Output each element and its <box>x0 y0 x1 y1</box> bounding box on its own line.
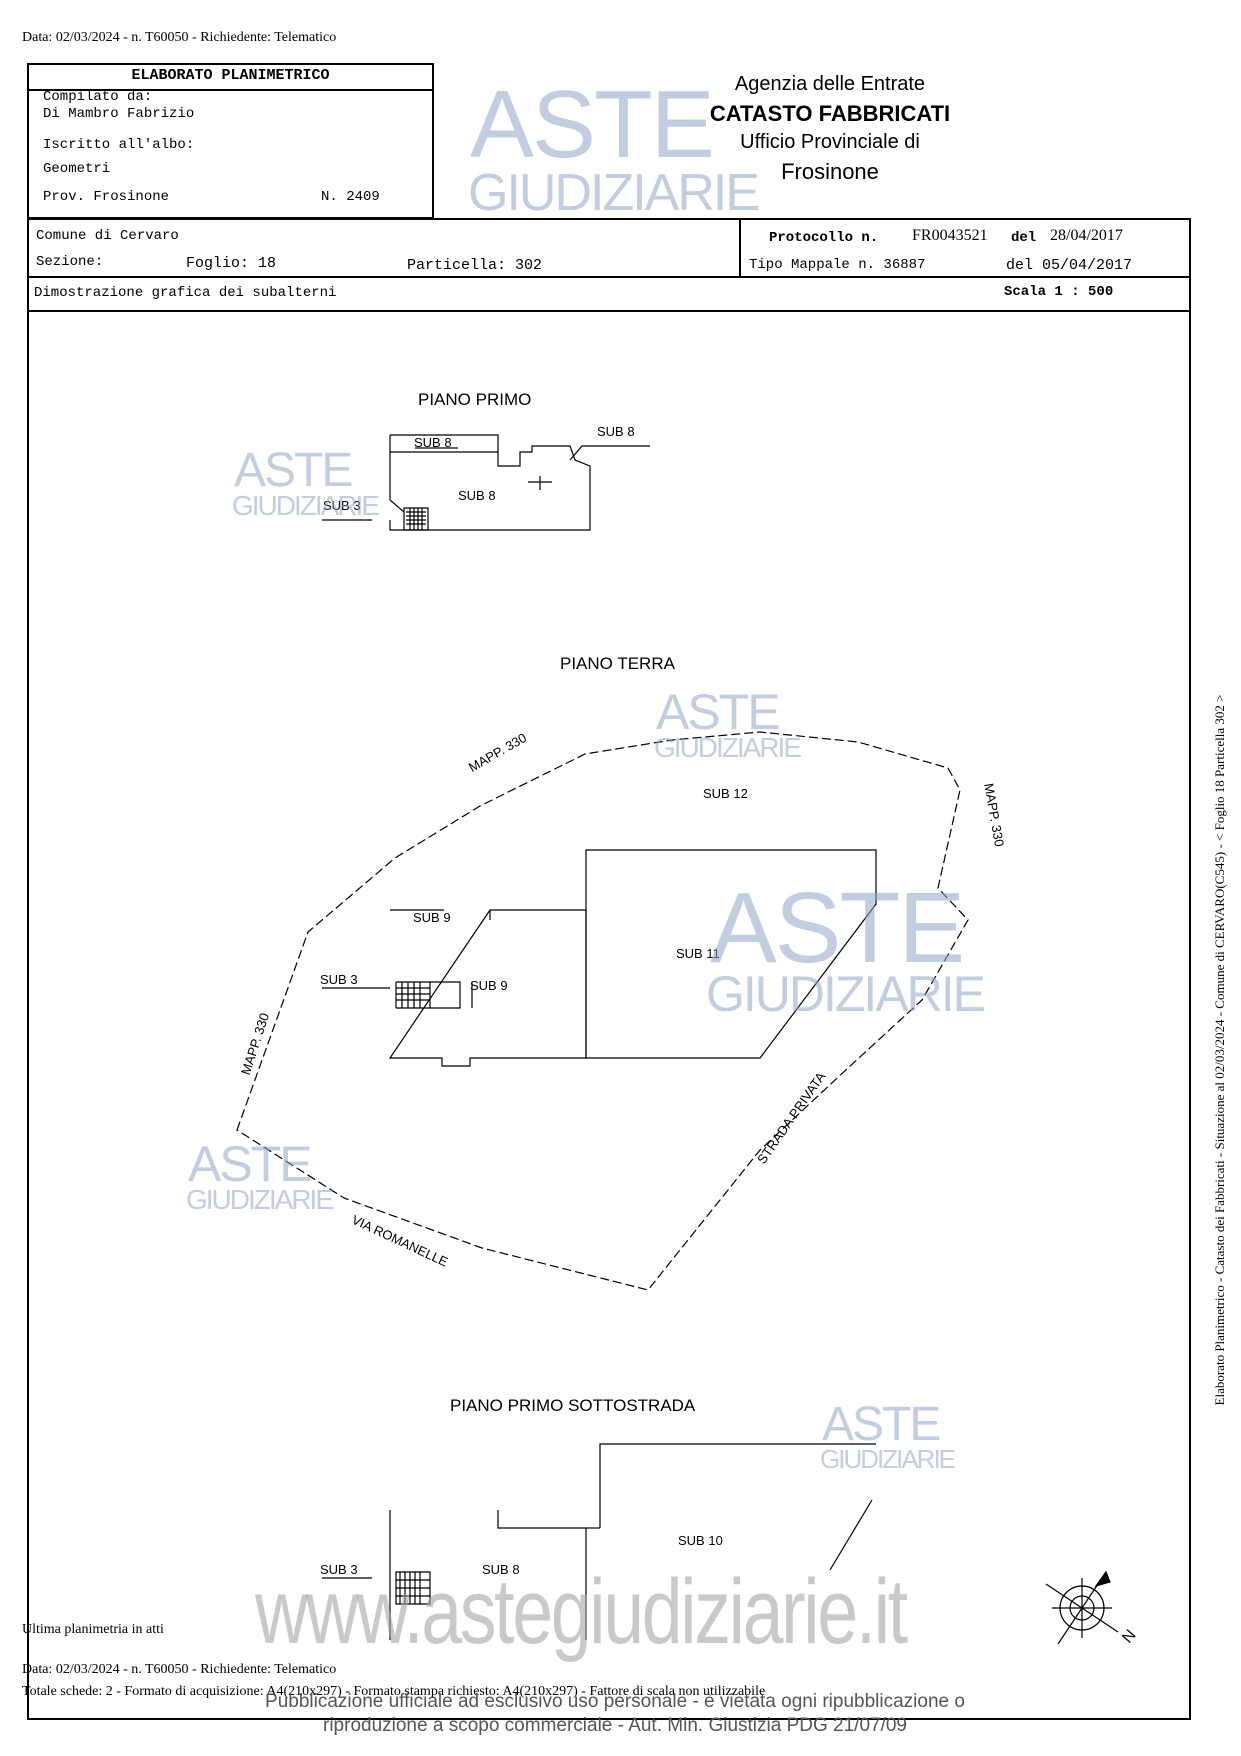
sub3-label-terra: SUB 3 <box>320 972 358 987</box>
main-frame: Comune di Cervaro Sezione: Foglio: 18 Pa… <box>27 218 1191 1720</box>
north-arrow-icon <box>1045 1570 1119 1645</box>
publication-notice: Pubblicazione ufficiale ad esclusivo uso… <box>265 1691 965 1736</box>
divider <box>29 276 1189 278</box>
compiler-box: ELABORATO PLANIMETRICO Compilato da: Di … <box>27 63 434 219</box>
protocollo-date: 28/04/2017 <box>1050 227 1123 244</box>
document-title: ELABORATO PLANIMETRICO <box>29 65 432 91</box>
divider <box>29 310 1189 312</box>
watermark-aste: ASTE <box>822 1398 941 1451</box>
watermark-aste: ASTE <box>470 71 715 178</box>
sub3-label-sottostrada: SUB 3 <box>320 1562 358 1577</box>
office-label: Ufficio Provinciale di <box>740 131 920 153</box>
particella: Particella: 302 <box>407 257 543 274</box>
sub8-label-right: SUB 8 <box>597 424 635 439</box>
watermark-aste: ASTE <box>188 1136 313 1192</box>
protocollo-del: del <box>1011 230 1037 246</box>
registered-label: Iscritto all'albo: <box>43 137 195 153</box>
comune: Comune di Cervaro <box>36 228 179 244</box>
lot-boundary <box>236 731 969 1291</box>
registration-number: N. 2409 <box>321 189 380 205</box>
sub11-label: SUB 11 <box>676 946 720 961</box>
watermark-aste: ASTE <box>710 872 965 984</box>
sub8-label-top: SUB 8 <box>414 435 452 450</box>
piano-primo-plan <box>322 434 650 531</box>
sezione: Sezione: <box>36 254 104 270</box>
scale: Scala 1 : 500 <box>1004 284 1114 300</box>
watermark-aste: ASTE <box>234 444 353 497</box>
catasto-title: CATASTO FABBRICATI <box>709 101 951 126</box>
sub3-label-primo: SUB 3 <box>323 498 361 513</box>
protocollo-label: Protocollo n. <box>769 230 879 246</box>
sottostrada-title: PIANO PRIMO SOTTOSTRADA <box>450 1396 696 1415</box>
protocollo-number: FR0043521 <box>912 227 988 244</box>
side-caption: Elaborato Planimetrico - Catasto dei Fab… <box>1212 694 1227 1406</box>
office-city: Frosinone <box>781 159 879 184</box>
foglio: Foglio: 18 <box>186 255 277 272</box>
sub9-block <box>388 909 587 1067</box>
footer-data: Data: 02/03/2024 - n. T60050 - Richieden… <box>22 1662 337 1677</box>
watermark-aste: ASTE <box>656 684 781 740</box>
watermark-giudiziarie: GIUDIZIARIE <box>706 966 986 1022</box>
sub9-label: SUB 9 <box>470 978 508 993</box>
watermark-giudiziarie: GIUDIZIARIE <box>232 490 380 521</box>
sub9-label-top: SUB 9 <box>413 910 451 925</box>
agency-name: Agenzia delle Entrate <box>734 73 926 95</box>
agency-block: Agenzia delle Entrate CATASTO FABBRICATI… <box>680 70 980 186</box>
compiled-by-name: Di Mambro Fabrizio <box>43 106 195 122</box>
piano-primo-title: PIANO PRIMO <box>418 390 532 409</box>
compiled-by-label: Compilato da: <box>43 89 153 105</box>
tipo-mappale: Tipo Mappale n. 36887 <box>749 257 926 273</box>
dimostrazione-label: Dimostrazione grafica dei subalterni <box>34 285 337 301</box>
watermark-giudiziarie: GIUDIZIARIE <box>468 164 760 222</box>
sub10-label: SUB 10 <box>678 1533 723 1548</box>
sottostrada-plan <box>322 1443 876 1640</box>
footer-totale: Totale schede: 2 - Formato di acquisizio… <box>22 1684 766 1699</box>
watermark-giudiziarie: GIUDIZIARIE <box>186 1184 334 1215</box>
request-header: Data: 02/03/2024 - n. T60050 - Richieden… <box>22 30 337 45</box>
province: Prov. Frosinone <box>43 189 170 205</box>
sub12-label: SUB 12 <box>703 786 748 801</box>
watermark-url: www.astegiudiziarie.it <box>255 1561 908 1663</box>
registered-value: Geometri <box>43 161 111 177</box>
tipo-mappale-date: del 05/04/2017 <box>1006 257 1133 274</box>
watermark-giudiziarie: GIUDIZIARIE <box>654 732 802 763</box>
sub8-label-center: SUB 8 <box>458 488 496 503</box>
divider <box>739 220 741 276</box>
piano-terra-title: PIANO TERRA <box>560 654 675 673</box>
watermark-giudiziarie: GIUDIZIARIE <box>820 1444 956 1474</box>
sub8-label-sottostrada: SUB 8 <box>482 1562 520 1577</box>
footer-ultima: Ultima planimetria in atti <box>22 1622 164 1637</box>
